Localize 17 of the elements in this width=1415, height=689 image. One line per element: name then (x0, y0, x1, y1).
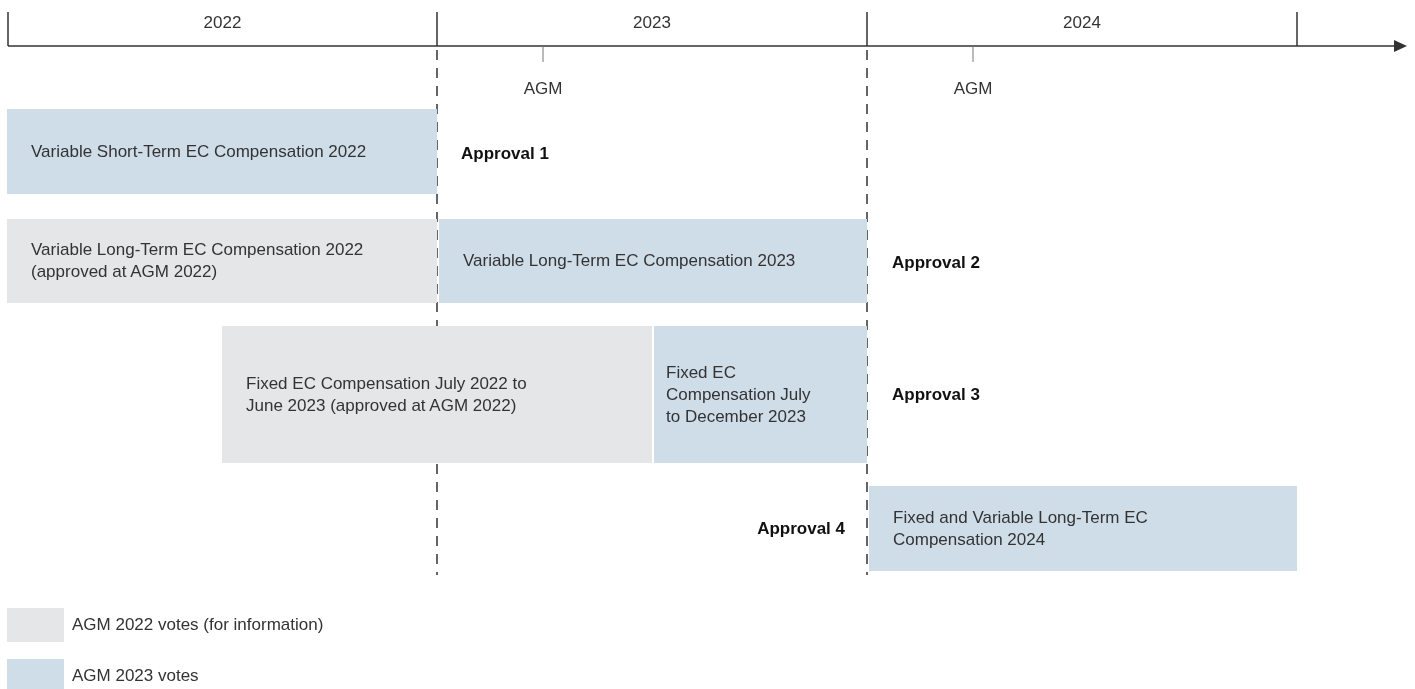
year-label: 2023 (633, 13, 671, 32)
year-label: 2024 (1063, 13, 1101, 32)
approval-label: Approval 3 (892, 385, 980, 404)
legend-text: AGM 2022 votes (for information) (72, 614, 324, 637)
compensation-bar: Fixed EC Compensation July 2022 to June 2023 (approved at AGM 2022) (222, 326, 652, 463)
agm-marker-label: AGM (523, 79, 563, 98)
compensation-bar: Fixed and Variable Long-Term EC Compensation 2024 (869, 486, 1297, 571)
year-label: 2022 (203, 13, 242, 32)
compensation-bar: Fixed EC Compensation July to December 2023 (654, 326, 867, 463)
compensation-bar: Variable Long-Term EC Compensation 2022 (approved at AGM 2022) (7, 219, 437, 303)
legend-text: AGM 2023 votes (72, 665, 199, 688)
agm-marker-label: AGM (953, 79, 993, 98)
approval-label: Approval 4 (757, 519, 845, 538)
compensation-bar: Variable Long-Term EC Compensation 2023 (439, 219, 867, 303)
compensation-bar: Variable Short-Term EC Compensation 2022 (7, 109, 437, 194)
approval-label: Approval 2 (892, 253, 980, 272)
approval-label: Approval 1 (461, 144, 549, 163)
